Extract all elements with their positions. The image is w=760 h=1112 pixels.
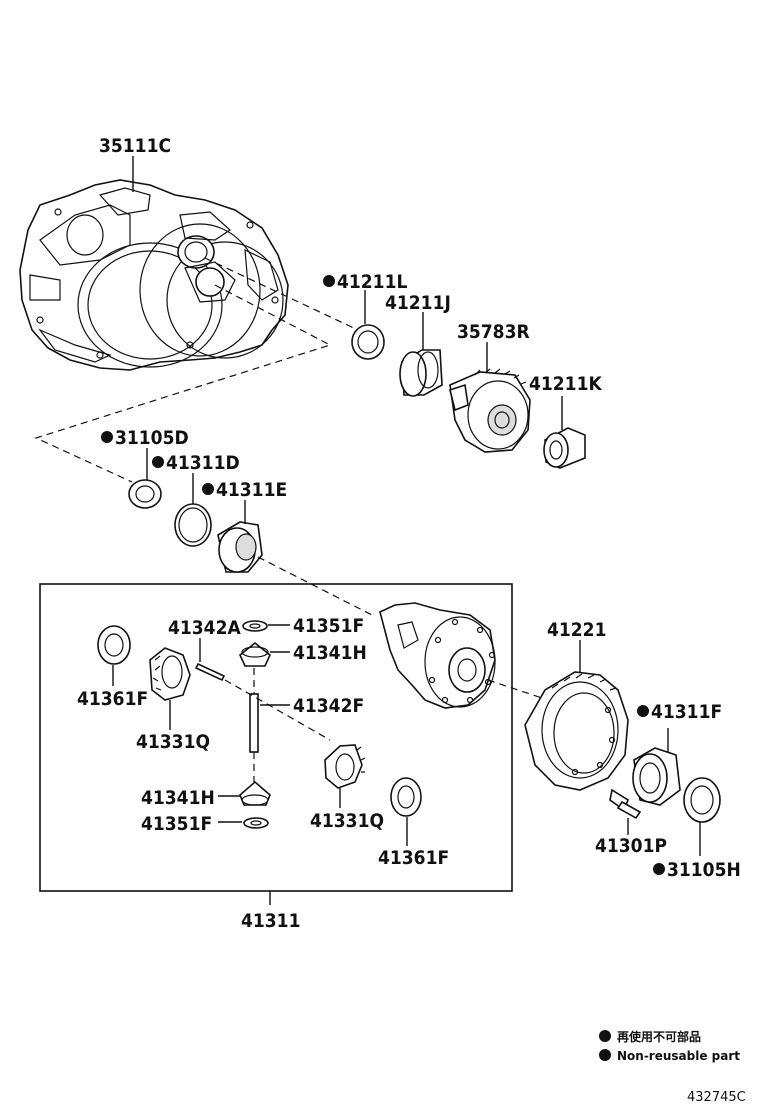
drive-gear-35783R-illustration <box>449 368 531 453</box>
label-41351F-bottom: 41351F <box>141 813 212 835</box>
pin-41342A-illustration <box>194 662 226 682</box>
label-31105D: 31105D <box>115 427 189 449</box>
label-41341H-bottom: 41341H <box>141 787 215 809</box>
label-41361F-right: 41361F <box>378 847 449 869</box>
oil-seal-31105D-illustration <box>128 479 162 509</box>
label-41301P: 41301P <box>595 835 667 857</box>
ring-gear-41221-illustration <box>524 671 629 791</box>
differential-case-illustration <box>379 602 496 709</box>
label-41311D: 41311D <box>166 452 240 474</box>
legend-dot-english <box>599 1049 611 1061</box>
washer-41351F-bottom-illustration <box>243 817 269 829</box>
bearing-41311E-illustration <box>217 521 263 573</box>
label-41211L: 41211L <box>337 271 407 293</box>
bearing-41211J-illustration <box>399 349 443 397</box>
kit-box-41311 <box>39 583 513 892</box>
label-41331Q-left: 41331Q <box>136 731 210 753</box>
label-41342F: 41342F <box>293 695 364 717</box>
shim-41311D-illustration <box>174 503 212 547</box>
oil-seal-31105H-illustration <box>683 777 721 823</box>
label-41311E: 41311E <box>216 479 287 501</box>
side-gear-41331Q-left-illustration <box>149 647 191 701</box>
non-reusable-dot-41211L <box>323 275 335 287</box>
non-reusable-dot-41311D <box>152 456 164 468</box>
non-reusable-dot-41311F <box>637 705 649 717</box>
label-35783R: 35783R <box>457 321 530 343</box>
non-reusable-dot-31105D <box>101 431 113 443</box>
label-41311F: 41311F <box>651 701 722 723</box>
label-41351F-top: 41351F <box>293 615 364 637</box>
non-reusable-dot-41311E <box>202 483 214 495</box>
legend-dot-japanese <box>599 1030 611 1042</box>
label-41361F-left: 41361F <box>77 688 148 710</box>
label-41341H-top: 41341H <box>293 642 367 664</box>
washer-41351F-top-illustration <box>242 620 268 632</box>
label-41342A: 41342A <box>168 617 241 639</box>
label-41211K: 41211K <box>529 373 602 395</box>
seal-41211L-illustration <box>351 324 385 360</box>
thrust-washer-41361F-left-illustration <box>97 625 131 665</box>
transaxle-housing-illustration <box>19 179 289 371</box>
pinion-gear-41341H-bottom-illustration <box>239 780 271 806</box>
label-41221: 41221 <box>547 619 606 641</box>
label-31105H: 31105H <box>667 859 741 881</box>
pinion-gear-41341H-top-illustration <box>239 641 271 667</box>
shaft-41342F-illustration <box>249 693 259 753</box>
bolt-41301P-illustration <box>609 788 642 820</box>
figure-id: 432745C <box>687 1090 746 1105</box>
label-41311: 41311 <box>241 910 300 932</box>
label-41331Q-right: 41331Q <box>310 810 384 832</box>
side-gear-41331Q-right-illustration <box>324 744 366 789</box>
thrust-washer-41361F-right-illustration <box>390 777 422 817</box>
bearing-41211K-illustration <box>543 427 586 469</box>
label-41211J: 41211J <box>385 292 451 314</box>
legend-english-text: Non-reusable part <box>617 1049 740 1063</box>
label-35111C: 35111C <box>99 135 171 157</box>
non-reusable-dot-31105H <box>653 863 665 875</box>
legend-japanese-text: 再使用不可部品 <box>617 1029 701 1044</box>
bearing-41311F-illustration <box>632 747 681 806</box>
